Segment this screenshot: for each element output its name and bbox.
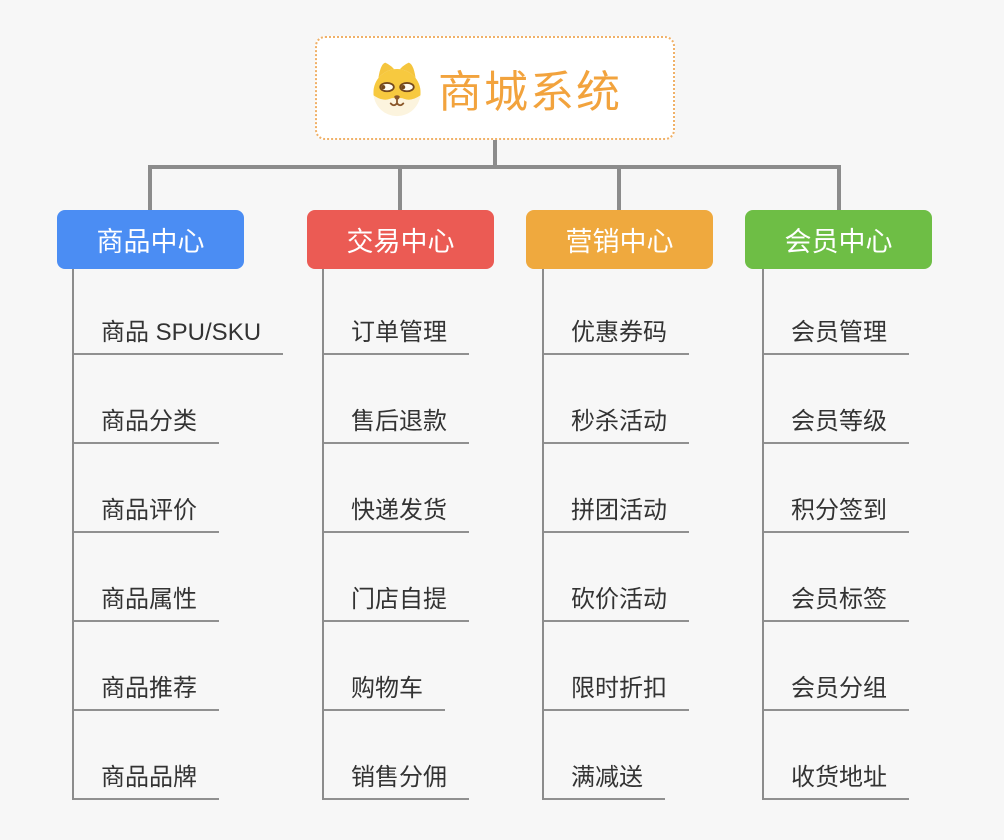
leaf-topic[interactable]: 快递发货 <box>322 444 469 533</box>
branch-topic-product-center[interactable]: 商品中心 <box>57 210 244 269</box>
branch-label: 会员中心 <box>784 227 893 257</box>
leaf-topic[interactable]: 商品属性 <box>72 533 219 622</box>
branch-label: 营销中心 <box>565 227 674 257</box>
branch-children-marketing-center: 优惠券码 秒杀活动 拼团活动 砍价活动 限时折扣 满减送 <box>542 266 689 800</box>
leaf-topic[interactable]: 订单管理 <box>322 266 469 355</box>
leaf-topic[interactable]: 商品推荐 <box>72 622 219 711</box>
branch-children-product-center: 商品 SPU/SKU 商品分类 商品评价 商品属性 商品推荐 商品品牌 <box>72 266 284 800</box>
leaf-topic[interactable]: 商品评价 <box>72 444 219 533</box>
branch-drop-connector <box>398 165 402 210</box>
leaf-topic[interactable]: 拼团活动 <box>542 444 689 533</box>
branch-children-trade-center: 订单管理 售后退款 快递发货 门店自提 购物车 销售分佣 <box>322 266 469 800</box>
branch-drop-connector <box>837 165 841 210</box>
leaf-topic[interactable]: 收货地址 <box>762 711 909 800</box>
leaf-topic[interactable]: 商品品牌 <box>72 711 219 800</box>
leaf-topic[interactable]: 砍价活动 <box>542 533 689 622</box>
leaf-topic[interactable]: 门店自提 <box>322 533 469 622</box>
leaf-topic[interactable]: 秒杀活动 <box>542 355 689 444</box>
root-topic-title: 商城系统 <box>438 68 622 117</box>
leaf-topic[interactable]: 优惠券码 <box>542 266 689 355</box>
branch-label: 商品中心 <box>96 227 205 257</box>
leaf-topic[interactable]: 满减送 <box>542 711 665 800</box>
leaf-topic[interactable]: 积分签到 <box>762 444 909 533</box>
dog-face-icon <box>373 62 421 117</box>
branch-topic-trade-center[interactable]: 交易中心 <box>307 210 494 269</box>
branch-children-member-center: 会员管理 会员等级 积分签到 会员标签 会员分组 收货地址 <box>762 266 909 800</box>
branch-topic-member-center[interactable]: 会员中心 <box>745 210 932 269</box>
leaf-topic[interactable]: 限时折扣 <box>542 622 689 711</box>
branch-label: 交易中心 <box>346 227 455 257</box>
leaf-topic[interactable]: 会员分组 <box>762 622 909 711</box>
leaf-topic[interactable]: 销售分佣 <box>322 711 469 800</box>
branch-topic-marketing-center[interactable]: 营销中心 <box>526 210 713 269</box>
leaf-topic[interactable]: 会员标签 <box>762 533 909 622</box>
branch-horizontal-connector <box>148 165 841 169</box>
root-stem-connector <box>493 140 497 165</box>
leaf-topic[interactable]: 售后退款 <box>322 355 469 444</box>
leaf-topic[interactable]: 商品分类 <box>72 355 219 444</box>
branch-drop-connector <box>148 165 152 210</box>
branch-drop-connector <box>617 165 621 210</box>
leaf-topic[interactable]: 会员管理 <box>762 266 909 355</box>
leaf-topic[interactable]: 购物车 <box>322 622 445 711</box>
root-topic[interactable]: 商城系统 <box>315 36 675 140</box>
leaf-topic[interactable]: 商品 SPU/SKU <box>72 266 284 355</box>
leaf-topic[interactable]: 会员等级 <box>762 355 909 444</box>
